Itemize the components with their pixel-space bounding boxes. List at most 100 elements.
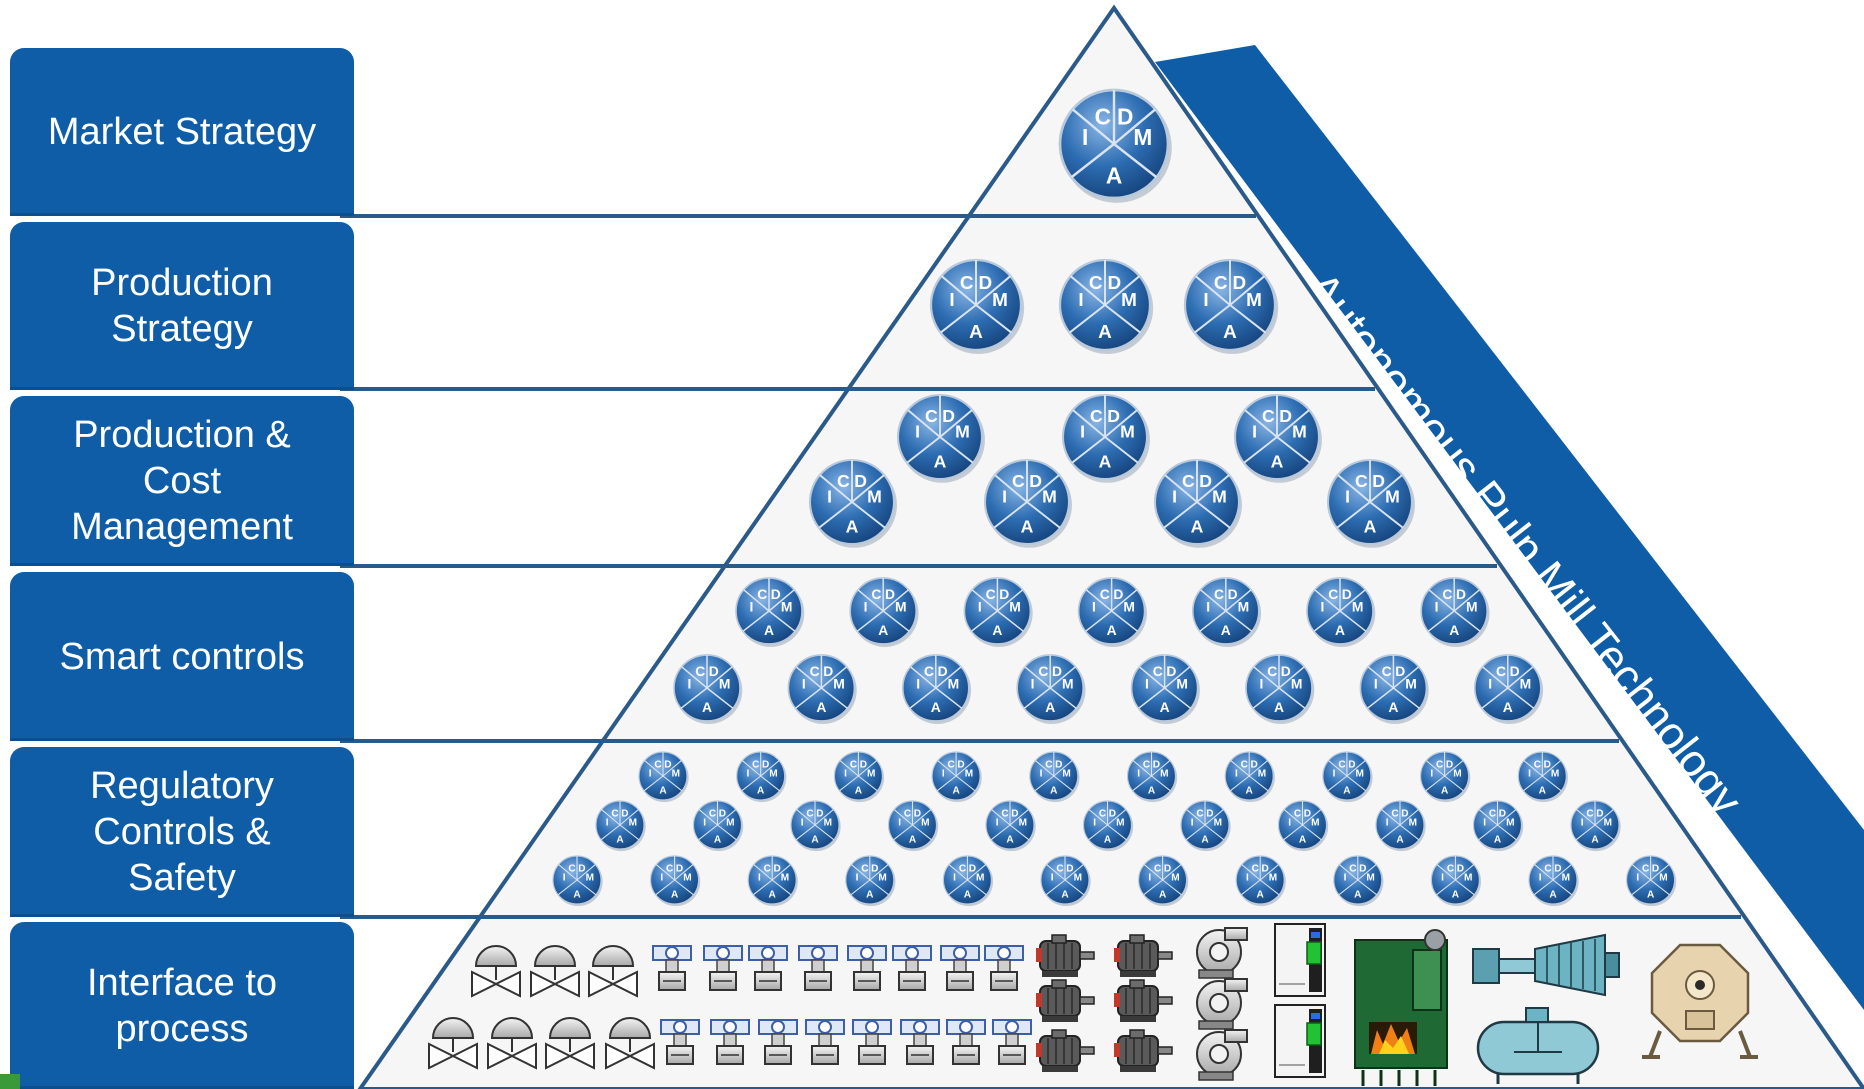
cycle-letter: C [924, 663, 934, 679]
cycle-letter: C [959, 863, 966, 874]
cycle-letter: M [1212, 487, 1227, 507]
cycle-letter: M [1352, 599, 1364, 615]
cycle-letter: A [1045, 699, 1055, 715]
cycle-letter: A [878, 622, 888, 638]
cycle-letter: C [764, 863, 771, 874]
cycle-letter: A [1006, 835, 1014, 846]
cycle-letter: I [1528, 768, 1531, 779]
cycle-letter: A [1299, 835, 1307, 846]
cycle-letter: A [1494, 835, 1502, 846]
level-label-interface-to-process: Interface to process [10, 922, 354, 1089]
cycle-letter: M [683, 872, 691, 883]
cycle-letter: I [1435, 599, 1439, 615]
cycle-letter: A [1201, 835, 1209, 846]
cycle-letter: I [1206, 599, 1210, 615]
cycle-letter: D [1166, 663, 1176, 679]
cycle-letter: I [1344, 872, 1347, 883]
cycle-letter: I [758, 872, 761, 883]
cycle-letter: D [1117, 104, 1133, 130]
cycle-letter: D [969, 863, 976, 874]
cycle-letter: M [824, 817, 832, 828]
cycle-letter: I [1636, 872, 1639, 883]
cycle-letter: A [1364, 517, 1377, 537]
cycle-letter: D [1113, 586, 1123, 602]
cycle-letter: M [1133, 124, 1152, 150]
cycle-letter: D [1348, 759, 1355, 770]
cycle-letter: A [855, 786, 863, 797]
cycle-letter: C [1262, 406, 1275, 426]
cycle-letter: M [629, 817, 637, 828]
cycle-letter: D [938, 663, 948, 679]
level-label-smart-controls: Smart controls [10, 572, 354, 741]
cycle-letter: A [1335, 622, 1345, 638]
cycle-letter: M [965, 768, 973, 779]
cycle-letter: I [1080, 422, 1085, 442]
cycle-letter: M [1311, 817, 1319, 828]
cycle-letter: A [1396, 835, 1404, 846]
cycle-letter: C [1056, 863, 1063, 874]
cycle-letter: A [1221, 622, 1231, 638]
cycle-letter: D [1199, 471, 1212, 491]
cycle-letter: C [757, 586, 767, 602]
cycle-letter: D [885, 586, 895, 602]
cycle-letter: D [823, 663, 833, 679]
cycle-letter: C [1154, 863, 1161, 874]
cycle-letter: C [1544, 863, 1551, 874]
cycle-letter: M [878, 872, 886, 883]
cycle-letter: A [1050, 786, 1058, 797]
cycle-letter: I [1345, 487, 1350, 507]
cycle-letter: M [1116, 817, 1124, 828]
cycle-letter: M [1019, 817, 1027, 828]
cycle-letter: I [978, 599, 982, 615]
cycle-letter: C [1489, 808, 1496, 819]
cycle-letter: M [1562, 872, 1570, 883]
cycle-letter: M [781, 872, 789, 883]
cycle-letter: D [1029, 471, 1042, 491]
cycle-letter: I [953, 872, 956, 883]
cycle-letter: I [660, 872, 663, 883]
cycle-letter: I [749, 599, 753, 615]
cycle-letter: D [1372, 471, 1385, 491]
cycle-letter: A [931, 699, 941, 715]
cycle-letter: I [1374, 676, 1378, 692]
cycle-letter: I [1082, 124, 1088, 150]
cycle-letter: C [1391, 808, 1398, 819]
cycle-letter: C [1436, 759, 1443, 770]
cycle-letter: I [687, 676, 691, 692]
cycle-letter: I [1235, 768, 1238, 779]
cycle-letter: D [1544, 759, 1551, 770]
cycle-letter: A [616, 835, 624, 846]
cycle-letter: M [955, 422, 970, 442]
cycle-letter: C [1267, 663, 1277, 679]
cycle-letter: A [1159, 890, 1167, 901]
cycle-letter: D [1652, 863, 1659, 874]
cycle-letter: D [762, 759, 769, 770]
cycle-letter: I [844, 768, 847, 779]
cycle-letter: A [969, 322, 983, 343]
cycle-letter: M [1551, 768, 1559, 779]
cycle-letter: A [1246, 786, 1254, 797]
level-label-market-strategy: Market Strategy [10, 48, 354, 216]
cycle-letter: A [992, 622, 1002, 638]
cycle-letter: D [1251, 759, 1258, 770]
cycle-letter: D [1401, 808, 1408, 819]
cycle-letter: D [871, 863, 878, 874]
cycle-letter: I [1040, 768, 1043, 779]
cycle-letter: C [1349, 863, 1356, 874]
cycle-letter: M [867, 487, 882, 507]
cycle-letter: C [1447, 863, 1454, 874]
cycle-letter: I [916, 676, 920, 692]
cycle-letter: C [1038, 663, 1048, 679]
cycle-letter: A [816, 699, 826, 715]
cycle-letter: M [1176, 676, 1188, 692]
cycle-letter: M [1464, 872, 1472, 883]
cycle-letter: C [837, 471, 850, 491]
cycle-letter: A [1021, 517, 1034, 537]
cycle-letter: C [1196, 808, 1203, 819]
cycle-letter: I [949, 290, 954, 311]
cycle-letter: I [1246, 872, 1249, 883]
cycle-letter: A [1257, 890, 1265, 901]
cycle-letter: C [1294, 808, 1301, 819]
cycle-letter: M [1123, 599, 1135, 615]
cycle-letter: A [866, 890, 874, 901]
